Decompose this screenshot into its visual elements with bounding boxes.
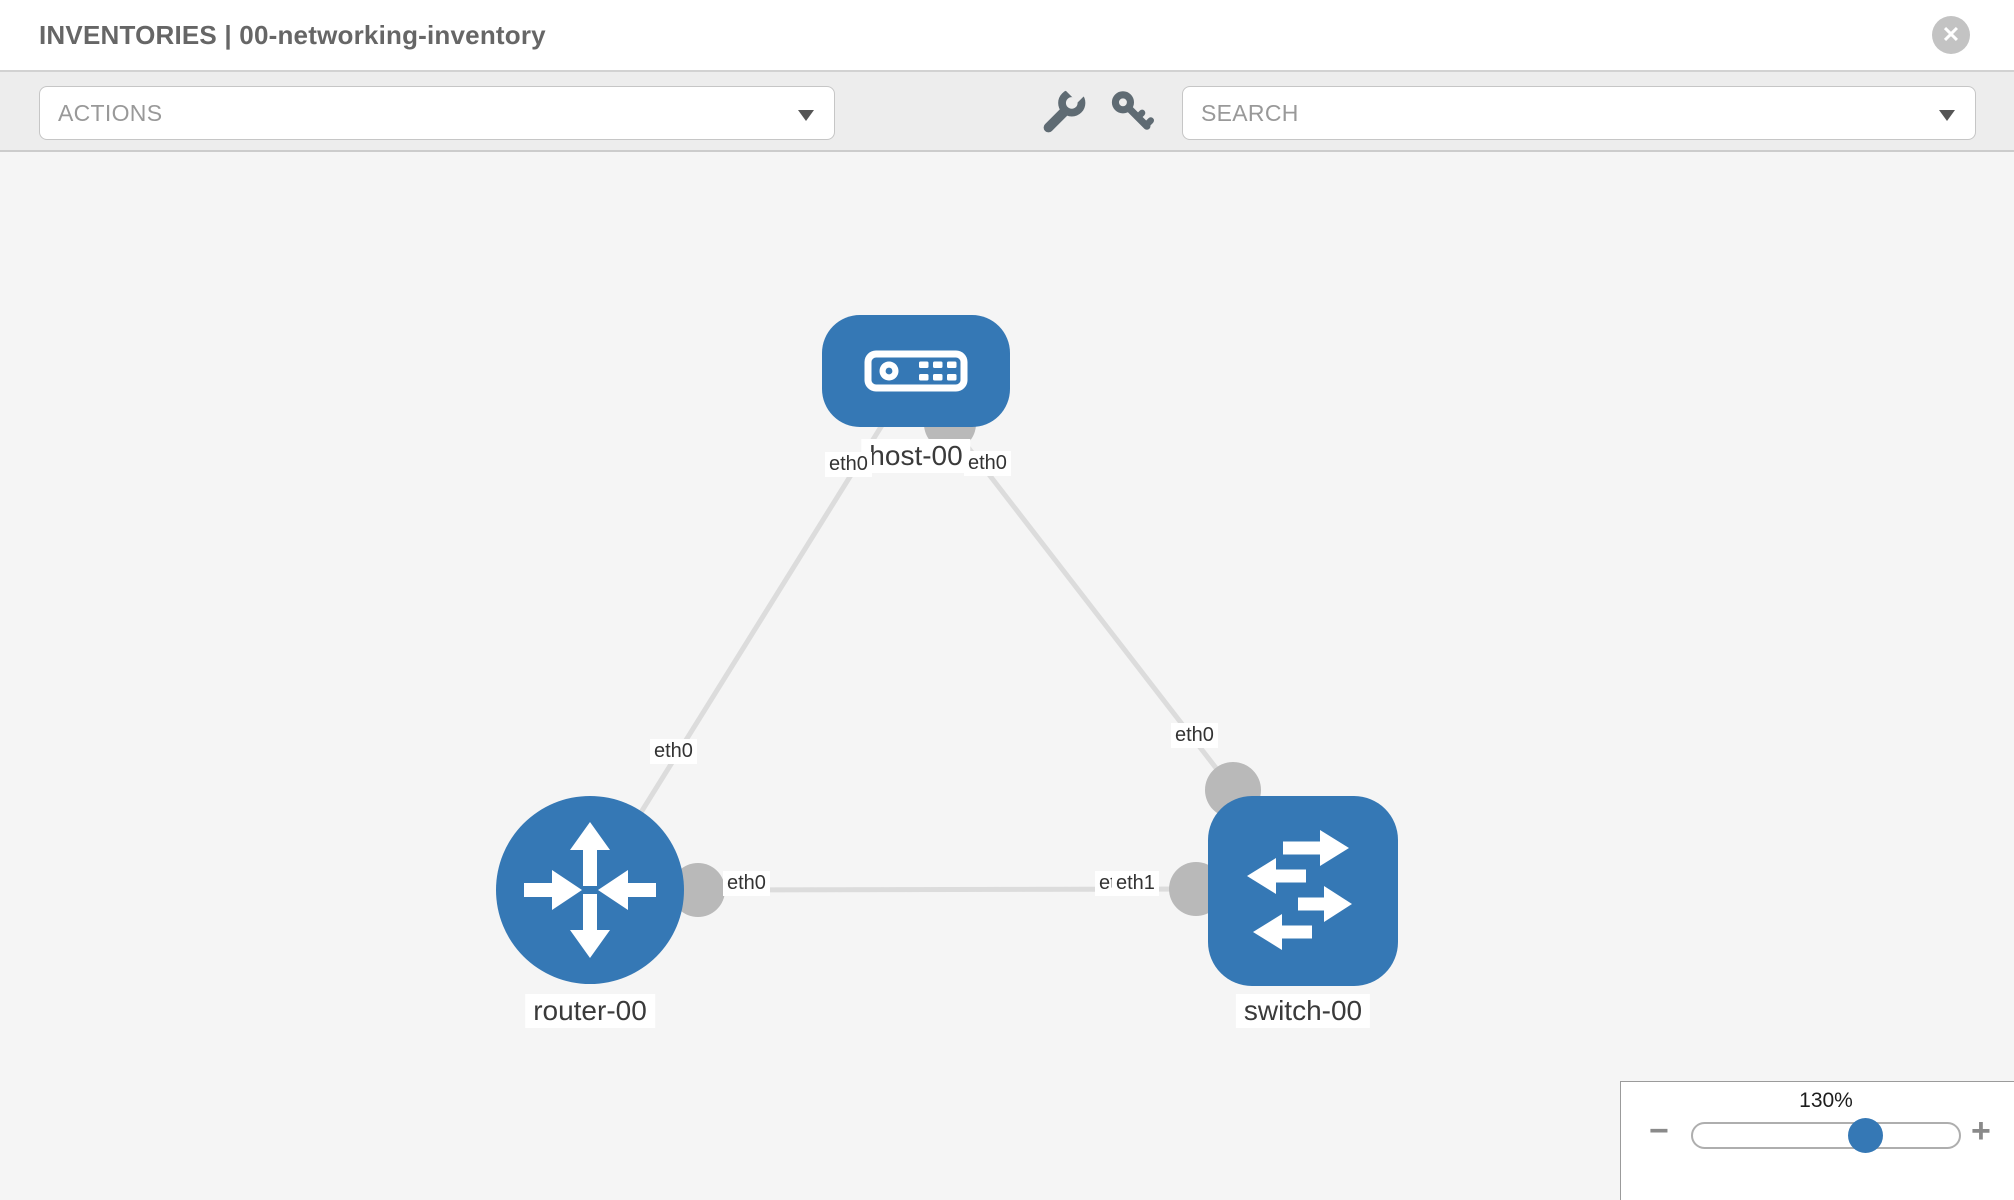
iface-label-router-eth0: eth0 [723,871,770,896]
zoom-in-button[interactable]: + [1971,1112,1991,1150]
iface-label-switch-eth1: eth1 [1112,871,1159,896]
zoom-panel: 130% − + [1620,1081,2014,1200]
node-label-router: router-00 [525,994,655,1028]
page-title: INVENTORIES | 00-networking-inventory [39,19,546,50]
actions-dropdown-label: ACTIONS [58,99,163,126]
node-host-00[interactable] [822,315,1010,427]
page-header: INVENTORIES | 00-networking-inventory ✕ [0,0,2014,72]
zoom-out-button[interactable]: − [1649,1112,1669,1150]
key-button[interactable] [1110,90,1154,134]
toolbar: ACTIONS SEARCH [0,72,2014,152]
chevron-down-icon [1939,110,1955,121]
node-switch-00[interactable] [1208,796,1398,986]
actions-dropdown[interactable]: ACTIONS [39,86,835,140]
node-label-host: host-00 [861,439,971,473]
iface-label-host-eth0-left: eth0 [825,452,872,477]
iface-label-switch-eth0: eth0 [1171,723,1218,748]
node-label-switch: switch-00 [1235,994,1371,1028]
router-icon [524,822,656,958]
zoom-slider-thumb[interactable] [1848,1118,1883,1153]
zoom-level-label: 130% [1799,1089,1853,1112]
iface-label-host-eth0-right: eth0 [964,451,1011,476]
search-dropdown[interactable]: SEARCH [1182,86,1976,140]
search-dropdown-label: SEARCH [1201,99,1299,126]
topology-links-layer [637,398,1261,917]
port-router-eth0 [671,863,725,917]
close-button[interactable]: ✕ [1932,16,1970,54]
zoom-slider[interactable] [1691,1118,1961,1153]
node-router-00[interactable] [496,796,684,984]
chevron-down-icon [798,110,814,121]
switch-icon [1247,830,1352,950]
wrench-button[interactable] [1042,90,1086,134]
close-icon: ✕ [1941,22,1961,47]
host-icon [864,350,968,392]
iface-label-router-eth0-uplink: eth0 [650,739,697,764]
topology-canvas[interactable]: host-00 router-00 switch-00 eth0 eth0 et… [0,152,2014,1200]
